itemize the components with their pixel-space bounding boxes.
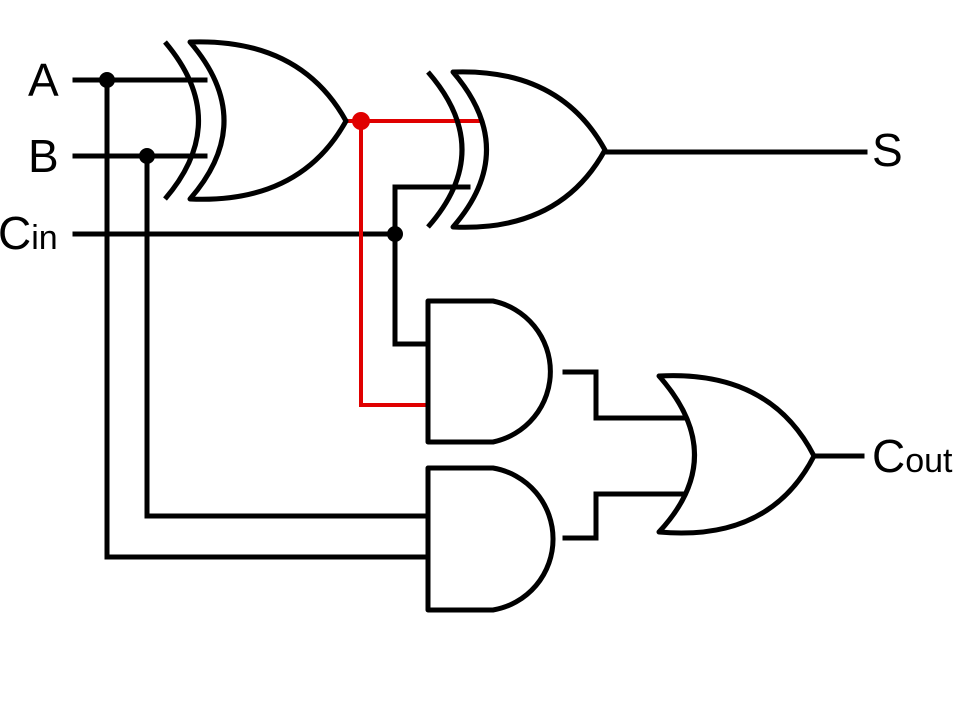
input-label-cin-main: C: [0, 207, 31, 259]
input-label-a: A: [28, 54, 59, 106]
input-label-cin: Cin: [0, 207, 58, 259]
wire-b-to-and2: [144, 153, 431, 519]
wire-and1-to-or: [562, 369, 697, 421]
xor-gate-1: [163, 39, 349, 202]
junction-xor1-output: [352, 112, 370, 130]
wire-a-to-and2: [104, 77, 431, 560]
junction-a: [99, 72, 115, 88]
output-label-cout-sub: out: [905, 442, 953, 480]
or-gate: [656, 373, 817, 536]
and-gate-1: [425, 298, 553, 445]
wire-cin-to-xor2: [392, 184, 471, 237]
xor-gate-2: [426, 69, 608, 230]
input-label-cin-sub: in: [31, 219, 57, 257]
wire-and2-to-or: [562, 491, 697, 541]
and-gate-2: [425, 465, 556, 613]
wire-cin-to-and1: [392, 231, 431, 347]
output-label-cout: Cout: [872, 430, 953, 482]
output-label-cout-main: C: [872, 430, 905, 482]
output-label-sum: S: [872, 124, 903, 176]
junction-cin: [387, 226, 403, 242]
input-label-b: B: [28, 130, 59, 182]
junction-b: [139, 148, 155, 164]
